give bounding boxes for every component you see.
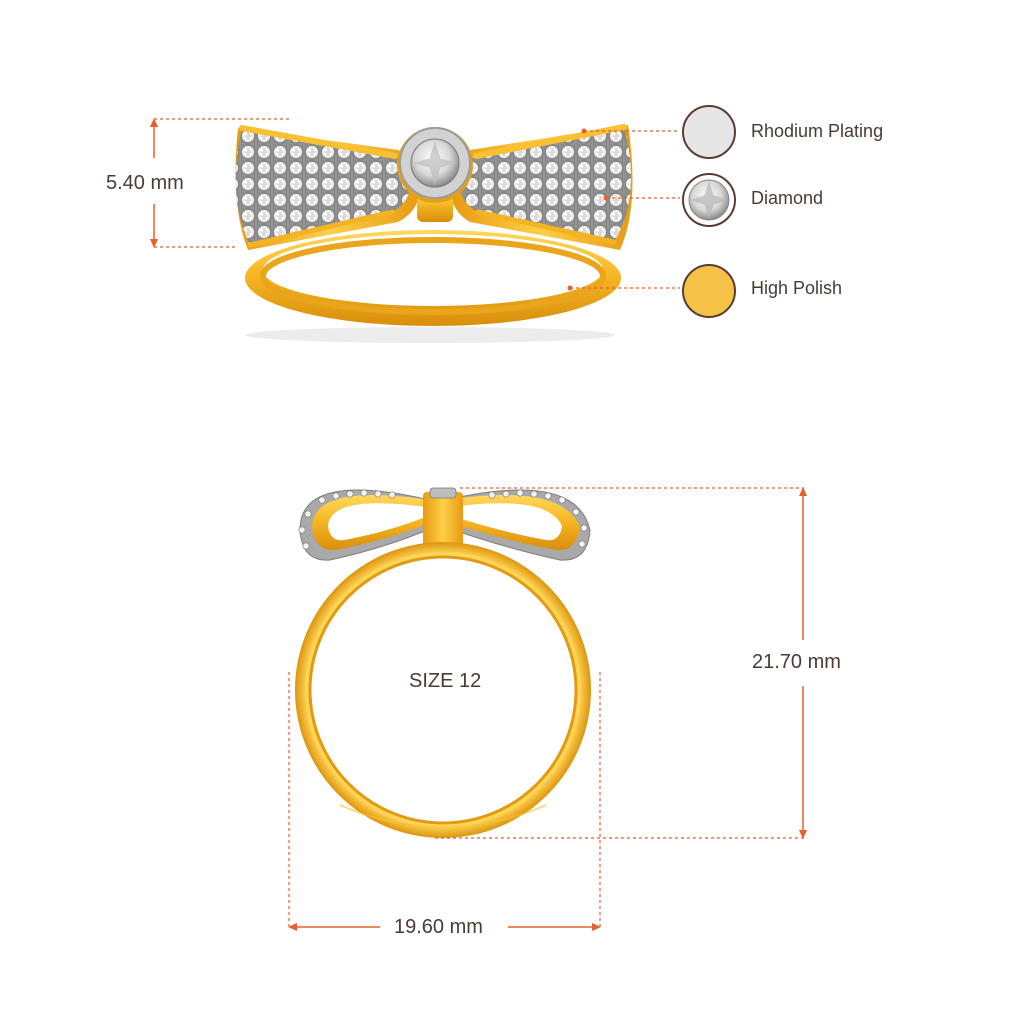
ring-shadow [245, 327, 615, 343]
pave-right [459, 127, 632, 242]
front-view-ring [295, 487, 591, 838]
legend-leaders [567, 128, 680, 291]
top-height-label: 5.40 mm [106, 172, 184, 194]
height-dimension-right [435, 487, 807, 839]
width-dimension-bottom [288, 672, 601, 931]
bow-loop-right-gap [450, 503, 562, 541]
height-dimension-top [150, 118, 290, 248]
band-inner [263, 234, 603, 306]
ring-size-label: SIZE 12 [409, 670, 482, 692]
bow-loop-left-gap [328, 503, 428, 541]
knot-stone [429, 487, 457, 499]
ring-width-label: 19.60 mm [394, 916, 483, 938]
band-inner-edge [260, 237, 606, 315]
ring-hole [310, 557, 576, 823]
legend-swatches [682, 105, 736, 318]
legend-rhodium-label: Rhodium Plating [751, 121, 884, 141]
rhodium-swatch [682, 105, 736, 159]
bow-knot [423, 492, 463, 554]
legend-polish-label: High Polish [751, 278, 843, 298]
ring-height-label: 21.70 mm [752, 651, 841, 673]
gold-swatch [682, 264, 736, 318]
top-view-ring [235, 124, 633, 343]
legend-diamond-label: Diamond [751, 188, 824, 208]
